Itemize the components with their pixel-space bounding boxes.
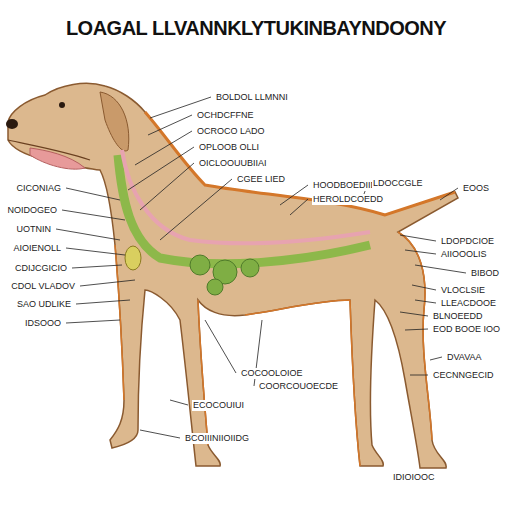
part-label: AIOIENOLL xyxy=(12,243,62,254)
part-label: NOIDOGEO xyxy=(6,205,58,216)
part-label: COCOOLOIOE xyxy=(240,368,304,379)
part-label: LDOPDCIOE xyxy=(440,236,495,247)
leader-lines xyxy=(56,97,466,438)
dog-ear xyxy=(100,92,129,151)
green-organ xyxy=(118,155,370,264)
part-label: CDIJCGICIO xyxy=(14,263,68,274)
part-label: LDOCCGLE xyxy=(372,178,424,189)
part-label: OPLOOB OLLI xyxy=(198,142,260,153)
part-label: CDOL VLADOV xyxy=(10,281,76,292)
part-label: DVAVAA xyxy=(446,352,483,363)
orange-outline xyxy=(145,112,455,215)
part-label: BOLDOL LLMNNI xyxy=(215,92,289,103)
part-label: UOTNIN xyxy=(16,224,53,235)
part-label: VLOCLSIE xyxy=(440,285,486,296)
part-label: CECNNGECID xyxy=(432,370,495,381)
diagram-title: LOAGAL LLVANNKLYTUKINBAYNDOONY xyxy=(66,16,446,40)
part-label: IDIOIOOC xyxy=(392,472,436,483)
dog-mouth xyxy=(8,140,90,160)
part-label: BLNOEEDD xyxy=(432,311,484,322)
part-label: OCROCO LADO xyxy=(196,126,266,137)
part-label: EOOS xyxy=(462,183,490,194)
dog-nose xyxy=(6,119,18,129)
dog-body xyxy=(8,83,458,468)
part-label: ECOCOUIUI xyxy=(192,400,245,411)
dog-eye xyxy=(59,102,65,108)
green-organs xyxy=(190,255,259,295)
yellow-organ xyxy=(125,246,141,270)
part-label: IDSOOO xyxy=(24,318,62,329)
part-label: AIIOOOLIS xyxy=(440,249,488,260)
part-label: OCHDCFFNE xyxy=(196,110,255,121)
part-label: OICLOOUUBIIAI xyxy=(198,158,268,169)
orange-outline xyxy=(398,232,432,440)
part-label: BIBOD xyxy=(470,268,500,279)
part-label: LLEACDOOE xyxy=(440,298,497,309)
part-label: BCOIIINIIOIIDG xyxy=(184,433,250,444)
part-label: SAO UDLIKE xyxy=(16,299,72,310)
orange-outline xyxy=(115,245,360,466)
part-label: EOD BOOE IOO xyxy=(432,324,501,335)
part-label: HEROLDCOEDD xyxy=(312,194,384,205)
part-label: CICONIAG xyxy=(15,183,62,194)
part-label: HOODBOEDIID xyxy=(312,180,378,191)
part-label: COORCOUOECDE xyxy=(258,381,339,392)
part-label: CGEE LIED xyxy=(236,174,286,185)
